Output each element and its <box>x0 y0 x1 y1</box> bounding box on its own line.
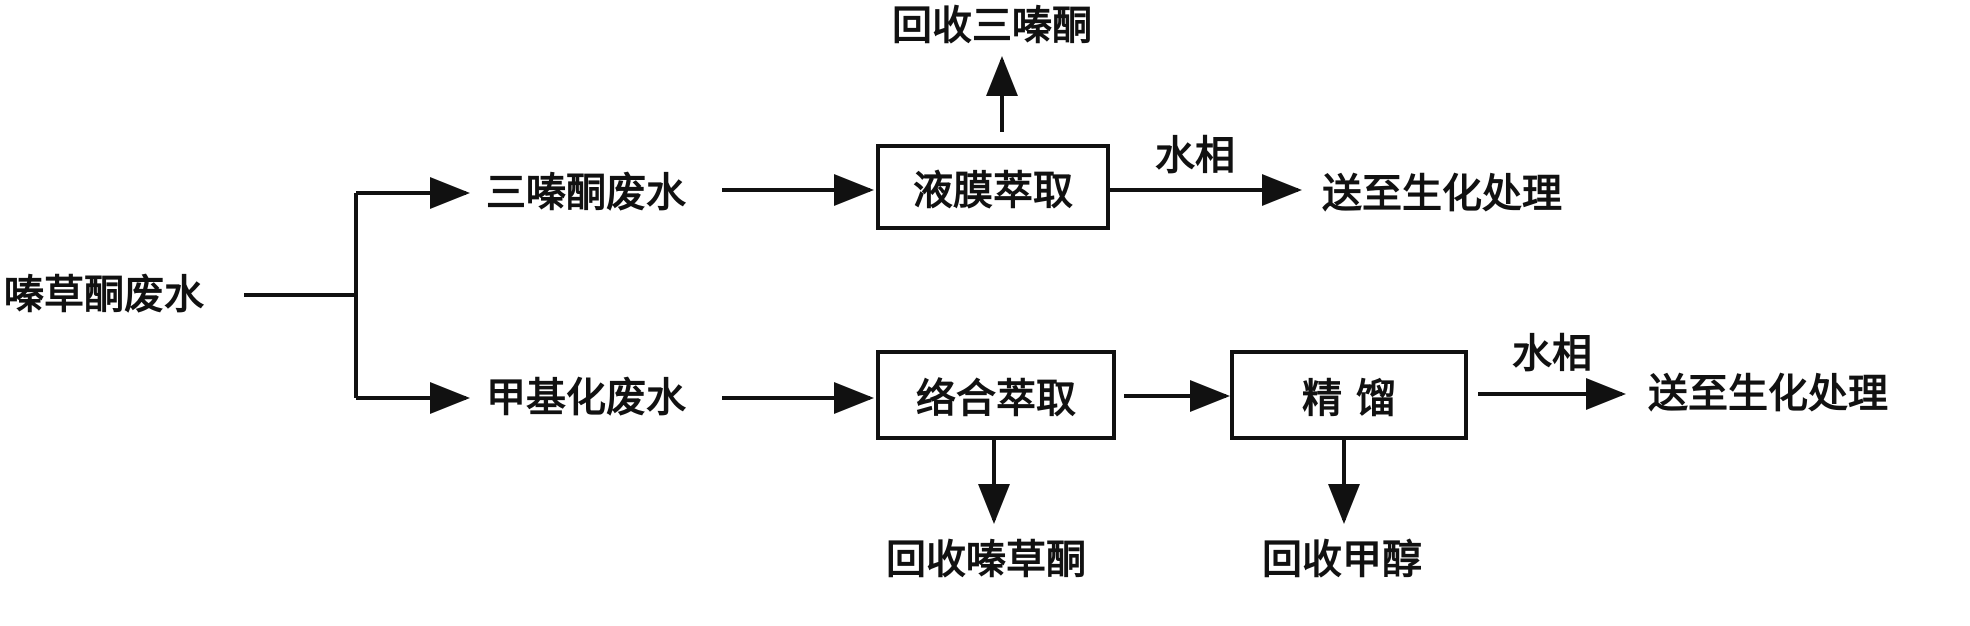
recover-top-label: 回收三嗪酮 <box>892 2 1092 49</box>
recover-methanol-label: 回收甲醇 <box>1262 536 1422 583</box>
process-box-complex-extraction: 络合萃取 <box>876 350 1116 440</box>
water-bottom-label: 水相 <box>1512 330 1592 377</box>
branch-top-label: 三嗪酮废水 <box>486 169 686 216</box>
branch-bottom-label: 甲基化废水 <box>486 374 686 421</box>
process-box-distillation: 精 馏 <box>1230 350 1468 440</box>
process-label: 精 馏 <box>1302 375 1396 422</box>
source-label: 嗪草酮废水 <box>4 271 204 318</box>
process-box-liquid-membrane: 液膜萃取 <box>876 144 1110 230</box>
output-top-label: 送至生化处理 <box>1322 170 1562 217</box>
process-label: 液膜萃取 <box>913 167 1073 214</box>
water-top-label: 水相 <box>1155 132 1235 179</box>
output-bottom-label: 送至生化处理 <box>1648 370 1888 417</box>
recover-mid-label: 回收嗪草酮 <box>886 536 1086 583</box>
process-label: 络合萃取 <box>916 375 1076 422</box>
